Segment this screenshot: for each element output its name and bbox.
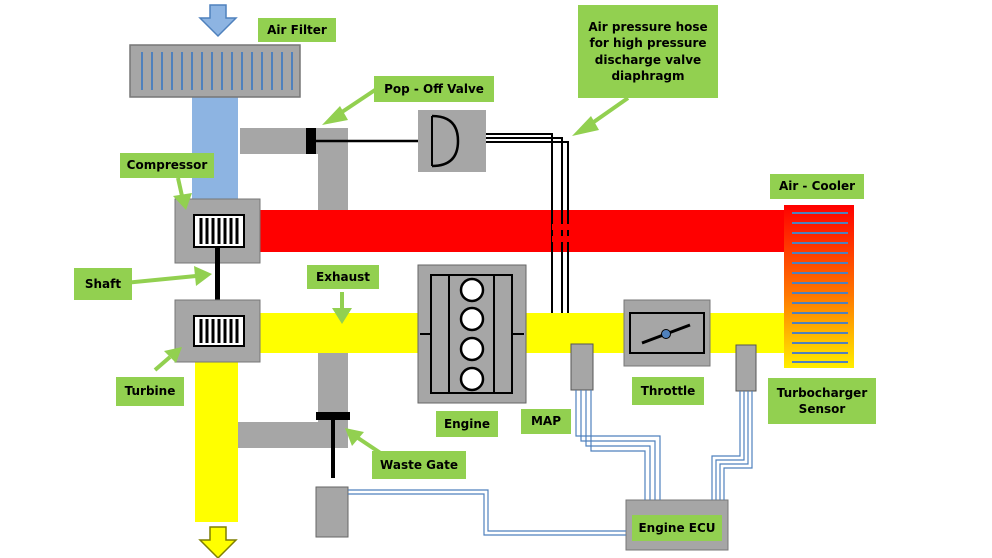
label-air-filter: Air Filter [258, 18, 336, 42]
wastegate-actuator [315, 486, 349, 538]
label-compressor: Compressor [120, 153, 214, 178]
label-exhaust: Exhaust [307, 265, 379, 289]
turbo-sensor [735, 344, 757, 392]
label-pop-off-valve: Pop - Off Valve [374, 76, 494, 102]
air-filter [129, 44, 301, 98]
label-throttle: Throttle [632, 377, 704, 405]
air-cooler [784, 205, 854, 368]
label-engine: Engine [436, 411, 498, 437]
exhaust-pipe-down [195, 360, 238, 522]
wastegate-valve-line [331, 420, 335, 478]
air-in-arrow-icon [198, 4, 238, 38]
throttle-body [623, 299, 711, 367]
wastegate-valve [316, 412, 350, 420]
label-map: MAP [521, 409, 571, 434]
label-shaft: Shaft [74, 268, 132, 300]
exhaust-out-arrow-icon [198, 526, 238, 558]
hose-intake-tap [552, 224, 570, 242]
label-air-pressure-hose: Air pressure hose for high pressure disc… [578, 5, 718, 98]
filter-intake-pipe [192, 97, 238, 200]
label-waste-gate: Waste Gate [372, 451, 466, 479]
label-turbocharger-sensor: Turbocharger Sensor [768, 378, 876, 424]
shaft [215, 247, 220, 319]
label-engine-ecu: Engine ECU [632, 515, 722, 541]
turbine [174, 299, 261, 363]
popoff-diaphragm-housing [418, 110, 486, 172]
label-turbine: Turbine [116, 377, 184, 406]
popoff-valve [306, 128, 316, 154]
map-sensor [570, 343, 594, 391]
label-air-cooler: Air - Cooler [770, 174, 864, 199]
air-pressure-hose [486, 133, 569, 313]
compressor [174, 198, 261, 264]
engine-block [417, 264, 527, 404]
intake-pipe [258, 210, 788, 252]
wastegate-pipe-horizontal [238, 422, 348, 448]
sensor-wiring [348, 390, 753, 536]
